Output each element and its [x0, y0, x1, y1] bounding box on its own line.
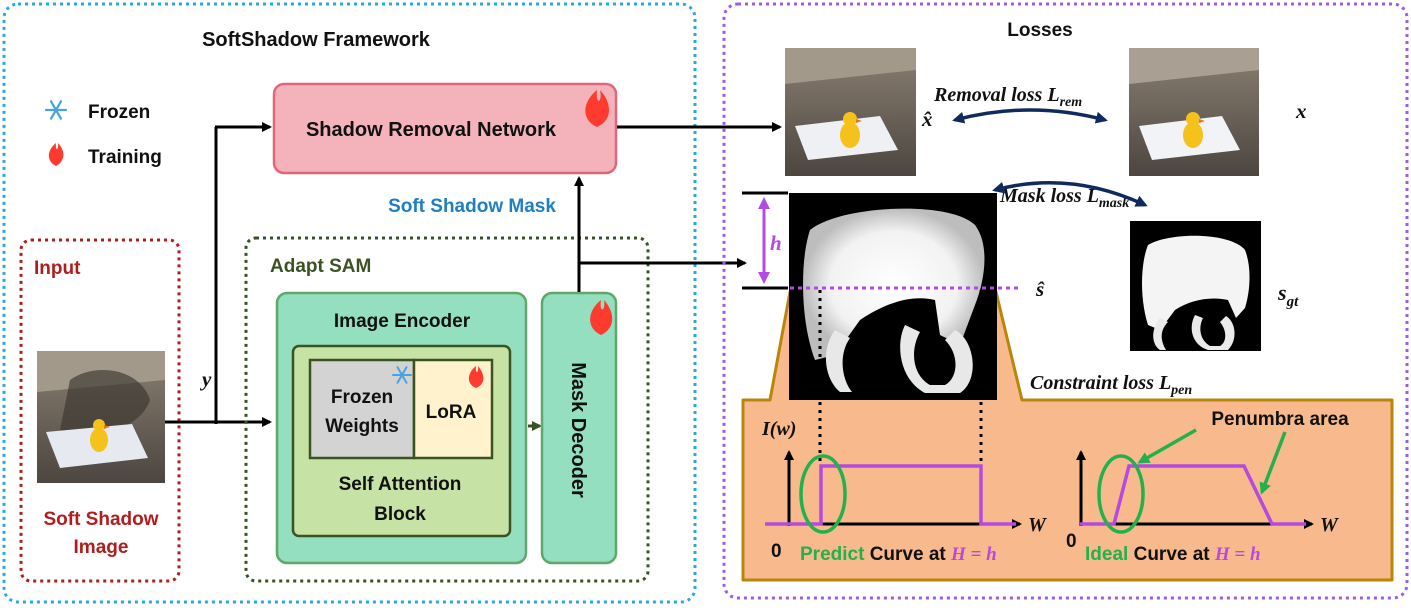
x-label: x [1295, 99, 1307, 123]
shadow-removal-network-label: Shadow Removal Network [306, 119, 557, 141]
flame-icon [468, 366, 484, 388]
flame-icon [585, 90, 610, 127]
ideal-curve-plot: W 0 Penumbra area Ideal Curve at H = h [1066, 409, 1349, 565]
input-title: Input [34, 258, 81, 279]
x-hat-label: x̂ [921, 107, 933, 131]
frozen-weights-label-line1: Frozen [331, 387, 393, 408]
frozen-weights-block [308, 358, 416, 460]
input-caption-line2: Image [74, 537, 129, 558]
height-indicator: h [742, 191, 1022, 290]
legend-frozen-label: Frozen [88, 102, 150, 123]
ground-truth-image [1129, 48, 1259, 176]
h-label: h [770, 231, 782, 255]
removal-loss-label: Removal loss Lrem [933, 84, 1082, 110]
losses-title: Losses [1007, 20, 1072, 41]
penumbra-highlight [1097, 454, 1145, 534]
removal-loss-arrow [952, 108, 1108, 124]
ground-truth-mask-image [1130, 221, 1261, 351]
softshadow-framework-panel: SoftShadow Framework Frozen Training Sha… [2, 2, 747, 604]
frozen-weights-label-line2: Weights [325, 416, 399, 437]
mask-loss-arrow [992, 181, 1148, 207]
legend-training-label: Training [88, 147, 162, 168]
mask-output-arrows [574, 176, 747, 292]
edge-highlight [799, 454, 847, 534]
adapt-sam-panel: Adapt SAM Image Encoder Frozen Weights L… [244, 236, 650, 583]
predict-curve-plot: I(w) W 0 Predict Curve at H = h [761, 418, 1047, 565]
s-gt-label: sgt [1277, 280, 1299, 310]
self-attention-label-line1: Self Attention [339, 474, 462, 495]
self-attention-label-line2: Block [374, 504, 426, 525]
mask-loss-label: Mask loss Lmask [999, 185, 1129, 211]
constraint-loss-label: Constraint loss Lpen [1030, 372, 1192, 398]
output-image [785, 48, 916, 176]
adapt-sam-title: Adapt SAM [270, 256, 371, 277]
mask-decoder-block [540, 291, 618, 565]
ideal-caption: Ideal Curve at H = h [1085, 544, 1261, 565]
shadow-removal-network-block: Shadow Removal Network [272, 82, 618, 175]
predict-caption: Predict Curve at H = h [800, 544, 997, 565]
input-caption-line1: Soft Shadow [43, 509, 158, 530]
x-axis-label: W [1320, 514, 1339, 536]
input-image [37, 351, 165, 483]
image-encoder-label: Image Encoder [334, 311, 471, 332]
s-hat-label: ŝ [1035, 277, 1045, 301]
lora-label: LoRA [426, 402, 477, 423]
penumbra-area-label: Penumbra area [1211, 409, 1349, 430]
x-axis-label: W [1028, 514, 1047, 536]
input-panel: Input Soft Shadow Image [19, 238, 181, 583]
input-arrows [165, 122, 272, 427]
predicted-mask-image [789, 193, 997, 400]
flame-icon [590, 300, 613, 335]
framework-title: SoftShadow Framework [202, 29, 431, 51]
penumbra-pointer-left [1137, 428, 1197, 464]
origin-label: 0 [771, 541, 782, 562]
flame-icon [48, 143, 64, 166]
mask-decoder-label: Mask Decoder [567, 362, 589, 498]
snowflake-icon [44, 100, 68, 120]
legend: Frozen Training [44, 100, 162, 168]
soft-shadow-mask-label: Soft Shadow Mask [388, 196, 556, 217]
y-label: y [199, 367, 212, 391]
origin-label: 0 [1066, 531, 1077, 552]
y-axis-label: I(w) [761, 418, 796, 440]
snowflake-icon [392, 366, 412, 384]
losses-panel: Losses x̂ Removal loss Lrem x Mask loss … [722, 2, 1409, 600]
penumbra-pointer-right [1259, 431, 1287, 495]
